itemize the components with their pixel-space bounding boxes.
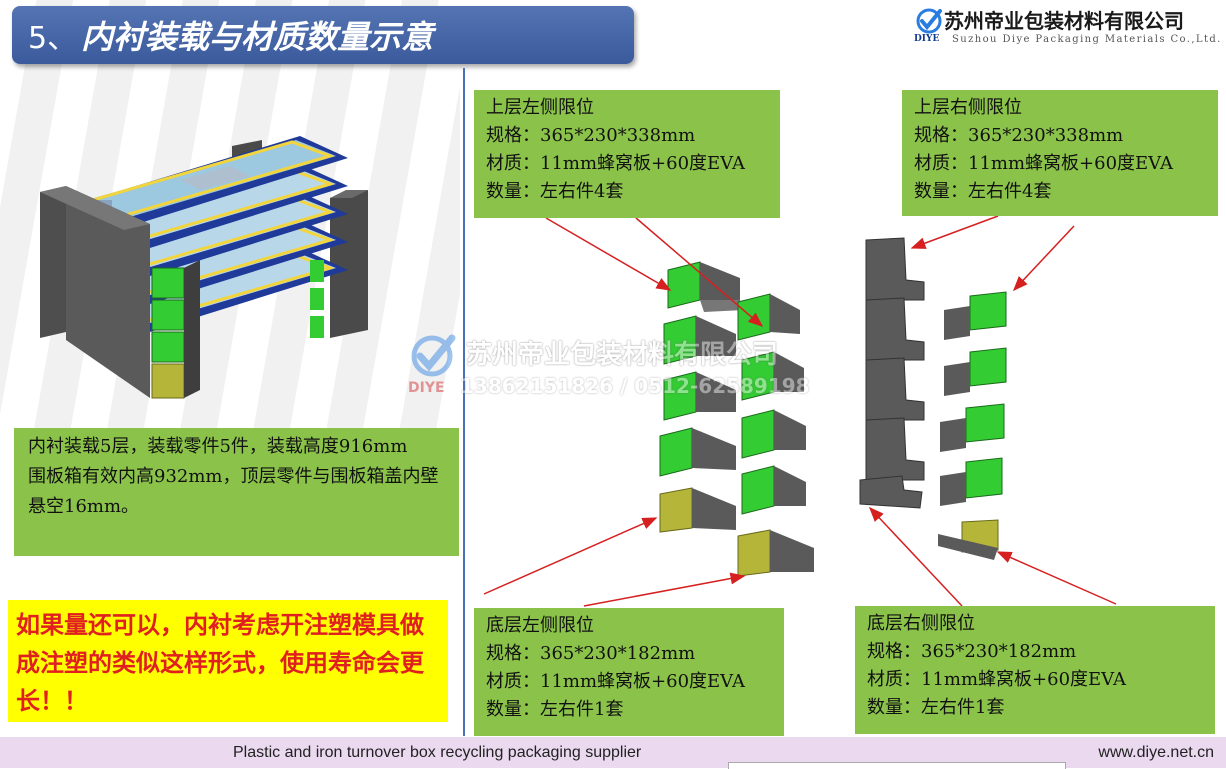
footer-tagline: Plastic and iron turnover box recycling … xyxy=(233,744,642,761)
slide-number: 5、 xyxy=(28,21,78,56)
callout-bottom-left-material: 材质：11mm蜂窝板+60度EVA xyxy=(486,671,745,692)
callout-top-right-spec: 规格：365*230*338mm xyxy=(914,125,1124,146)
company-name-en: Suzhou Diye Packaging Materials Co.,Ltd. xyxy=(952,34,1222,45)
callout-bottom-left-quantity: 数量：左右件1套 xyxy=(486,699,624,720)
callout-bottom-right-spec: 规格：365*230*182mm xyxy=(867,641,1077,662)
callout-bottom-right-title: 底层右侧限位 xyxy=(867,613,975,634)
injection-mold-note: 如果量还可以，内衬考虑开注塑模具做成注塑的类似这样形式，使用寿命会更长！！ xyxy=(8,600,448,722)
callout-top-left-title: 上层左侧限位 xyxy=(486,97,594,118)
callout-arrows xyxy=(483,215,1117,607)
vertical-divider xyxy=(463,68,465,736)
callout-top-right-title: 上层右侧限位 xyxy=(914,97,1022,118)
loading-info-box: 内衬装载5层，装载零件5件，装载高度916mm 围板箱有效内高932mm，顶层零… xyxy=(14,428,459,556)
loading-info-line1: 内衬装载5层，装载零件5件，装载高度916mm xyxy=(28,436,408,457)
company-name-cn: 苏州帝业包装材料有限公司 xyxy=(944,9,1184,33)
checkmark-logo-icon xyxy=(916,8,942,34)
slide-title: 内衬装载与材质数量示意 xyxy=(81,18,434,56)
company-logo: 苏州帝业包装材料有限公司 DIYE Suzhou Diye Packaging … xyxy=(914,4,1224,46)
callout-bottom-left-spec: 规格：365*230*182mm xyxy=(486,643,696,664)
slide-title-bar: 5、 内衬装载与材质数量示意 xyxy=(12,6,634,64)
footer-website-link[interactable]: www.diye.net.cn xyxy=(1098,744,1214,761)
footer-input-field[interactable] xyxy=(728,762,1066,769)
front-pads xyxy=(151,260,324,399)
callout-bottom-right-quantity: 数量：左右件1套 xyxy=(867,697,1005,718)
bottom-right-part xyxy=(938,519,999,560)
exploded-parts-illustration xyxy=(483,215,1117,607)
liner-assembly-illustration xyxy=(40,136,368,399)
footer-bar: Plastic and iron turnover box recycling … xyxy=(0,737,1226,769)
callout-bottom-right-material: 材质：11mm蜂窝板+60度EVA xyxy=(867,669,1126,690)
bottom-left-part xyxy=(659,487,736,533)
right-limit-parts xyxy=(859,237,1007,560)
callout-top-left-quantity: 数量：左右件4套 xyxy=(486,181,624,202)
callout-top-left-material: 材质：11mm蜂窝板+60度EVA xyxy=(486,153,745,174)
callout-bottom-right: 底层右侧限位 规格：365*230*182mm 材质：11mm蜂窝板+60度EV… xyxy=(855,606,1215,734)
brand-name: DIYE xyxy=(914,34,940,44)
callout-top-right: 上层右侧限位 规格：365*230*338mm 材质：11mm蜂窝板+60度EV… xyxy=(902,90,1218,216)
callout-top-left: 上层左侧限位 规格：365*230*338mm 材质：11mm蜂窝板+60度EV… xyxy=(474,90,780,218)
loading-info-line2: 围板箱有效内高932mm，顶层零件与围板箱盖内壁悬空16mm。 xyxy=(28,466,439,517)
callout-bottom-left: 底层左侧限位 规格：365*230*182mm 材质：11mm蜂窝板+60度EV… xyxy=(474,608,784,736)
callout-top-right-material: 材质：11mm蜂窝板+60度EVA xyxy=(914,153,1173,174)
left-limit-parts xyxy=(659,261,814,577)
callout-top-right-quantity: 数量：左右件4套 xyxy=(914,181,1052,202)
callout-bottom-left-title: 底层左侧限位 xyxy=(486,615,594,636)
callout-top-left-spec: 规格：365*230*338mm xyxy=(486,125,696,146)
